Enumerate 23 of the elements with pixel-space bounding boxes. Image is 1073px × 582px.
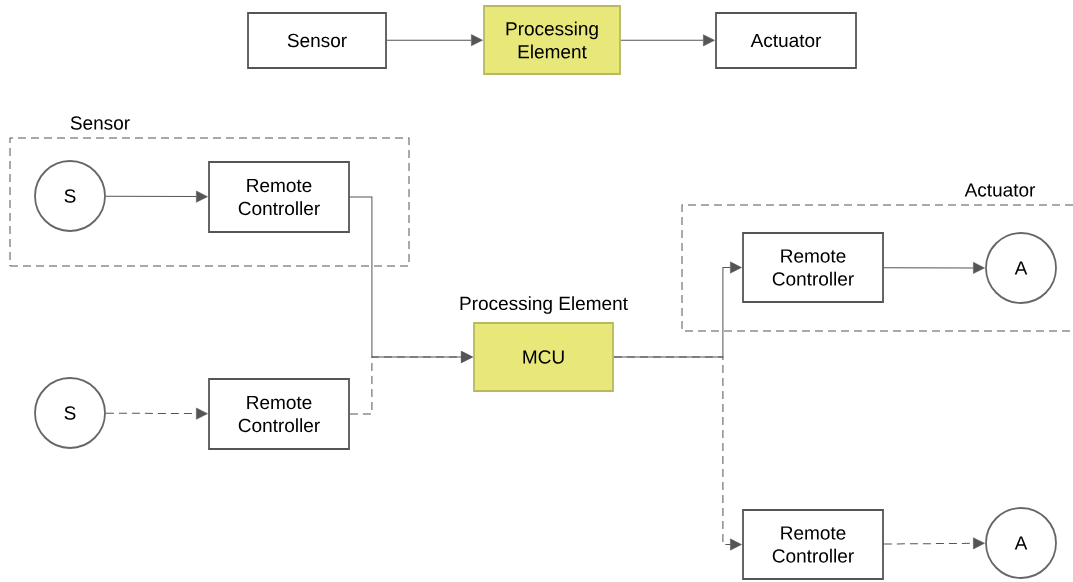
- process-box: Actuator: [715, 12, 857, 69]
- arrow: [613, 261, 742, 358]
- arrow: [105, 407, 208, 420]
- circle-node: S: [34, 377, 106, 449]
- group-heading: Actuator: [964, 183, 1036, 197]
- highlighted-box: MCU: [473, 322, 614, 392]
- arrow: [105, 190, 208, 203]
- process-box: Remote Controller: [742, 232, 884, 303]
- circle-node: S: [34, 160, 106, 232]
- group-heading: Sensor: [70, 116, 130, 130]
- node-caption: Processing Element: [460, 296, 628, 314]
- highlighted-box: Processing Element: [483, 5, 621, 75]
- process-box: Sensor: [247, 12, 387, 69]
- arrow: [349, 196, 473, 363]
- arrow: [883, 262, 985, 274]
- circle-node: A: [985, 507, 1057, 579]
- circle-node: A: [985, 232, 1057, 304]
- arrow: [386, 34, 483, 47]
- arrow: [883, 537, 985, 550]
- arrow: [620, 34, 715, 47]
- process-box: Remote Controller: [208, 378, 350, 450]
- process-box: Remote Controller: [742, 509, 884, 580]
- process-box: Remote Controller: [208, 161, 350, 233]
